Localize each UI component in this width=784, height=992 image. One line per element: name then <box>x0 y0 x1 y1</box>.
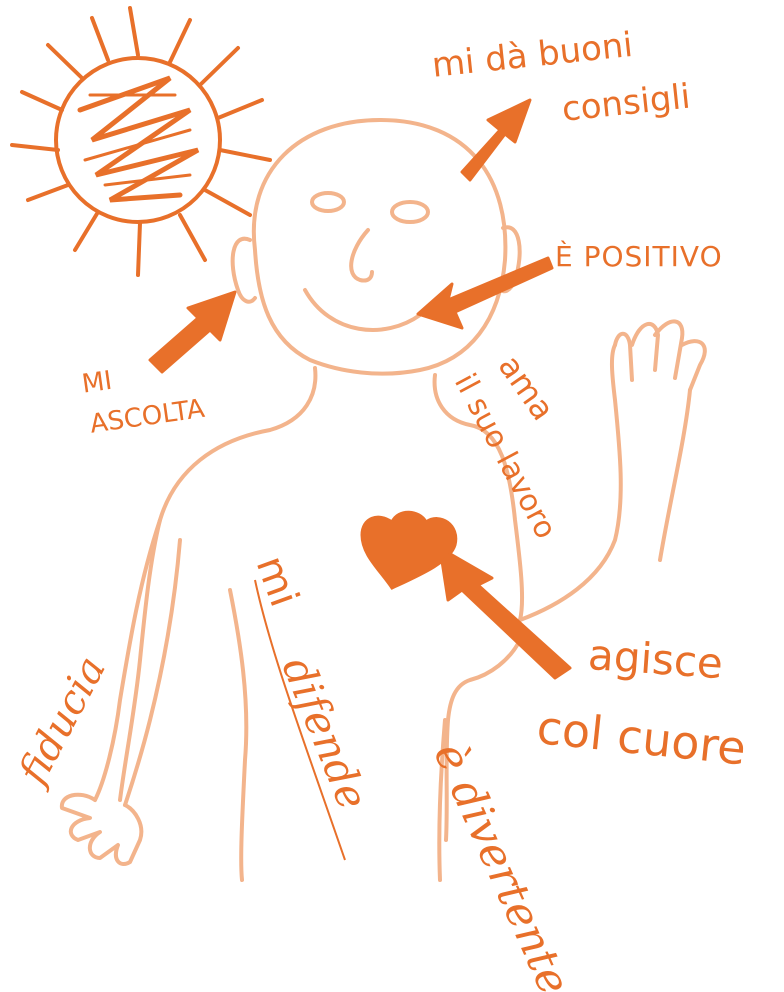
label-cuore-line1: agisce <box>587 630 725 688</box>
person-figure <box>62 120 705 880</box>
sun-icon <box>12 8 270 275</box>
label-ascolta-line1: MI <box>80 366 114 400</box>
arrow-ascolta-icon <box>150 292 235 372</box>
label-positivo: È POSITIVO <box>555 240 723 273</box>
arrow-consigli-icon <box>462 100 530 180</box>
arrow-positivo-icon <box>418 258 552 328</box>
heart-icon <box>362 512 456 588</box>
